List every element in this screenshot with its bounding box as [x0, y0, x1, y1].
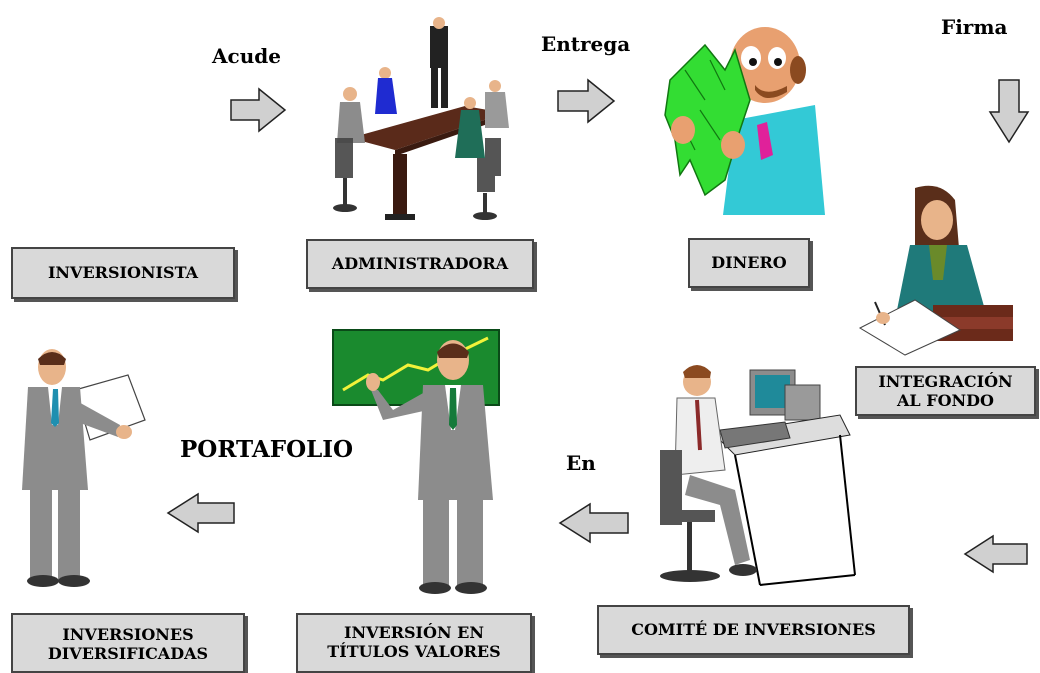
box-integracion: INTEGRACIÓN AL FONDO — [855, 366, 1036, 416]
box-dinero: DINERO — [688, 238, 810, 288]
box-diversificadas-line2: DIVERSIFICADAS — [47, 644, 209, 664]
label-en: En — [566, 451, 596, 475]
box-integracion-line1: INTEGRACIÓN — [878, 371, 1013, 391]
right-arrow-entrega — [557, 78, 616, 124]
money-clipart — [664, 27, 825, 215]
left-arrow-integracion — [963, 534, 1028, 574]
label-acude: Acude — [212, 44, 281, 68]
box-inversion-line1: INVERSIÓN EN — [343, 623, 484, 642]
down-arrow-firma — [988, 79, 1030, 144]
meeting-clipart — [333, 17, 509, 220]
label-portafolio: PORTAFOLIO — [180, 436, 354, 463]
box-inversion-titulos: INVERSIÓN EN TÍTULOS VALORES — [296, 613, 532, 673]
box-comite: COMITÉ DE INVERSIONES — [597, 605, 910, 655]
left-arrow-portafolio — [166, 492, 235, 534]
box-diversificadas-line1: INVERSIONES — [62, 625, 194, 644]
signing-woman-clipart — [858, 185, 1013, 356]
box-administradora: ADMINISTRADORA — [306, 239, 534, 289]
left-arrow-en — [558, 502, 629, 544]
box-inversionista: INVERSIONISTA — [11, 247, 235, 299]
computer-man-clipart — [660, 365, 856, 586]
label-firma: Firma — [941, 15, 1008, 39]
box-diversificadas: INVERSIONES DIVERSIFICADAS — [11, 613, 245, 673]
paper-man-clipart — [22, 349, 146, 587]
right-arrow-acude — [230, 87, 287, 133]
box-integracion-line2: AL FONDO — [897, 391, 994, 410]
box-inversion-line2: TÍTULOS VALORES — [327, 642, 501, 662]
presenter-clipart — [332, 329, 500, 594]
label-entrega: Entrega — [541, 32, 631, 56]
